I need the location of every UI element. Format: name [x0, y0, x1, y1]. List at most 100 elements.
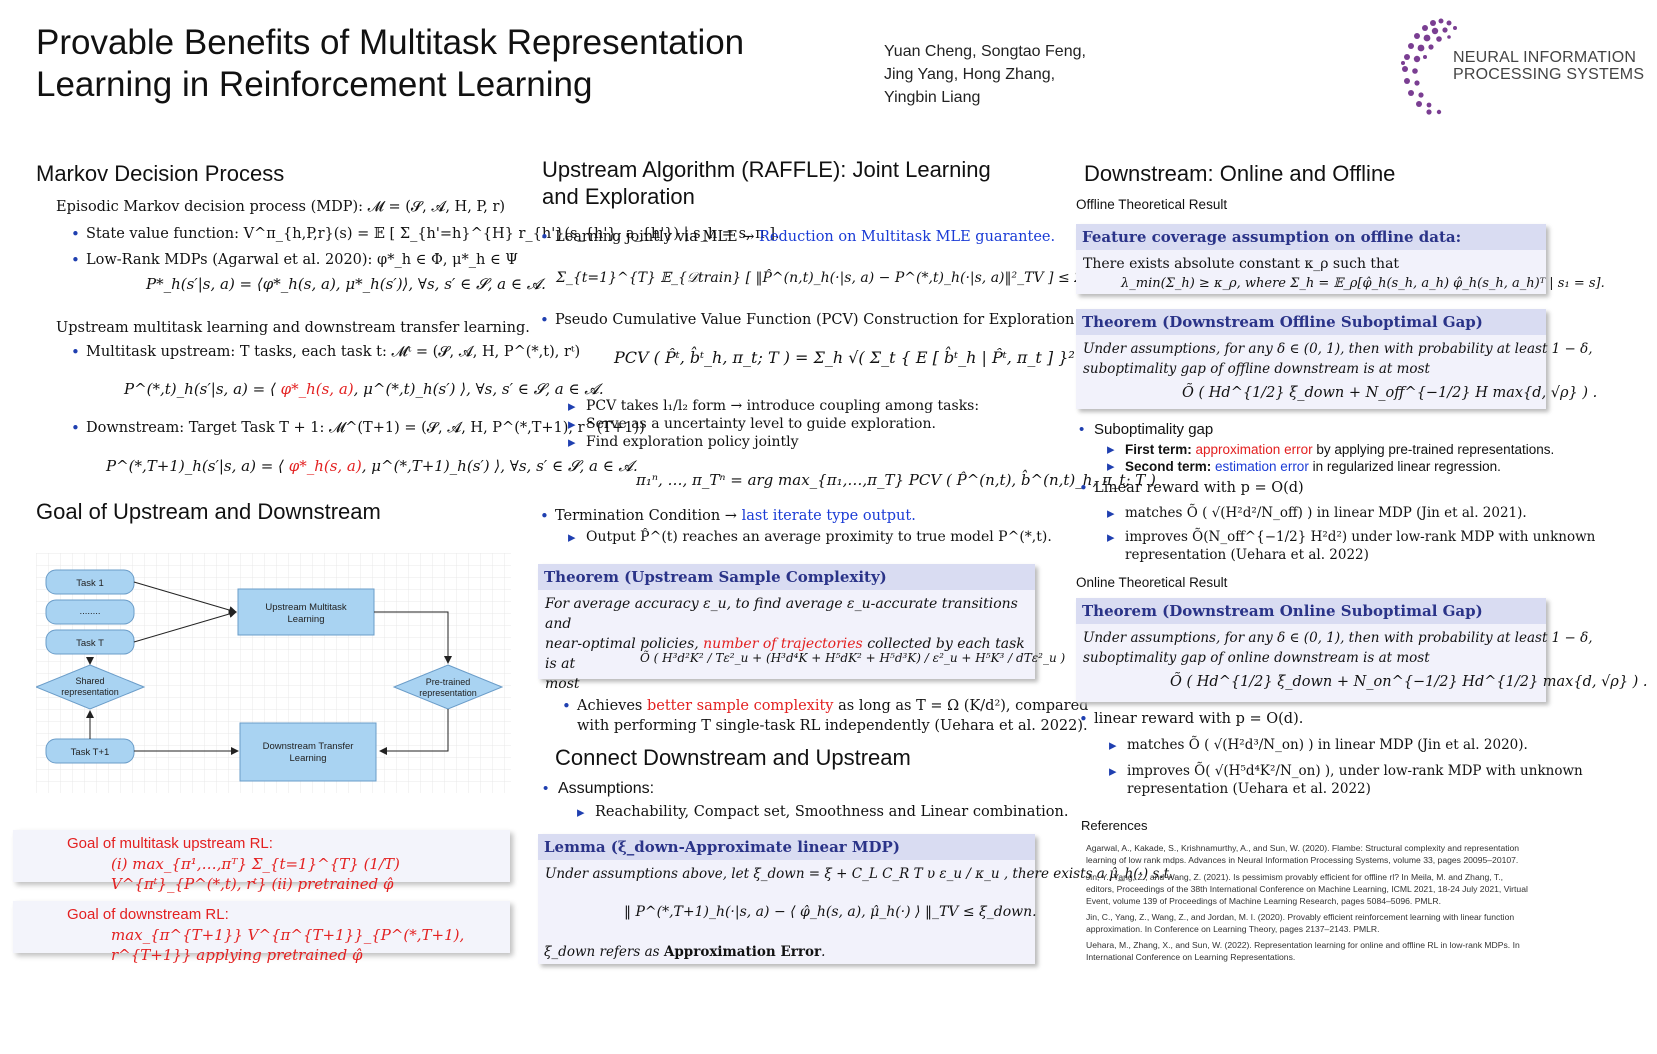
- poster-title: Provable Benefits of Multitask Represent…: [36, 22, 796, 106]
- coverage-title: Feature coverage assumption on offline d…: [1076, 224, 1546, 250]
- section-heading-goal: Goal of Upstream and Downstream: [36, 499, 381, 524]
- downstream-learning-node: Downstream Transfer Learning: [239, 722, 377, 782]
- section-heading-connect: Connect Downstream and Upstream: [555, 745, 911, 770]
- achieves-line-2: with performing T single-task RL indepen…: [577, 718, 1088, 734]
- goal-downstream-box: Goal of downstream RL: max_{π^{T+1}} V^{…: [13, 901, 510, 964]
- logo-line-1: NEURAL INFORMATION: [1453, 49, 1637, 66]
- diagram-arrows: [86, 581, 452, 755]
- authors-line-1: Yuan Cheng, Songtao Feng,: [884, 43, 1086, 60]
- better-sample-highlight: better sample complexity: [646, 698, 834, 714]
- svg-text:Pre-trained: Pre-trained: [426, 677, 471, 687]
- lemma-body: Under assumptions above, let ξ_down = ξ …: [544, 866, 1174, 960]
- logo-line-2: PROCESSING SYSTEMS: [1453, 66, 1645, 83]
- downstream-bullet: Downstream: Target Task T + 1: 𝓜^(T+1) =…: [71, 418, 645, 438]
- authors: Yuan Cheng, Songtao Feng, Jing Yang, Hon…: [884, 40, 1086, 109]
- first-term-item: First term: approximation error by apply…: [1107, 440, 1554, 460]
- neurips-logo: NEURAL INFORMATION PROCESSING SYSTEMS: [1395, 15, 1645, 120]
- online-theorem-equation: Õ ( Hd^{1/2} ξ_down + N_on^{−1/2} Hd^{1/…: [1170, 674, 1648, 690]
- argmax-equation: π₁ⁿ, …, π_Tⁿ = arg max_{π₁,…,π_T} PCV ( …: [636, 471, 1156, 489]
- pcv-sub-3: Find exploration policy jointly: [568, 432, 798, 452]
- pcv-sub-2: Serve as a uncertainty level to guide ex…: [568, 414, 936, 434]
- authors-line-2: Jing Yang, Hong Zhang,: [884, 66, 1056, 83]
- achieves-bullet: Achieves better sample complexity as lon…: [562, 696, 1088, 716]
- improves-offline-line-2: representation (Uehara et al. 2022): [1125, 547, 1369, 563]
- upstream-theorem-body: For average accuracy ε_u, to find averag…: [545, 596, 1066, 692]
- assumptions-bullet: Assumptions:: [543, 779, 654, 799]
- linear-offline-bullet: Linear reward with p = O(d): [1079, 478, 1304, 498]
- online-theorem-box: Theorem (Downstream Online Suboptimal Ga…: [1076, 598, 1648, 702]
- lemma-title: Lemma (ξ_down-Approximate linear MDP): [538, 834, 1035, 860]
- shared-representation-node: Shared representation: [36, 664, 146, 710]
- offline-theorem-box: Theorem (Downstream Offline Suboptimal G…: [1076, 309, 1598, 409]
- offline-theorem-title: Theorem (Downstream Offline Suboptimal G…: [1076, 309, 1546, 335]
- title-line-1: Provable Benefits of Multitask Represent…: [36, 23, 745, 62]
- reference-item: Jin, C., Yang, Z., Wang, Z., and Jordan,…: [1086, 912, 1515, 934]
- goal-upstream-box: Goal of multitask upstream RL: (i) max_{…: [13, 830, 510, 893]
- upstream-learning-node: Upstream Multitask Learning: [237, 588, 375, 636]
- svg-text:Task 1: Task 1: [76, 578, 103, 589]
- online-label: Online Theoretical Result: [1076, 575, 1228, 590]
- shared-feature-phi: φ*_h(s, a): [280, 380, 354, 398]
- goal-upstream-body: (i) max_{π¹,…,πᵀ} Σ_{t=1}^{T} (1/T) V^{π…: [111, 855, 400, 893]
- svg-text:Task T: Task T: [76, 638, 104, 649]
- shared-feature-phi-downstream: φ*_h(s, a): [288, 457, 362, 475]
- improves-online-item: improves Õ( √(H⁵d⁴K²/N_on) ), under low-…: [1109, 761, 1583, 781]
- trajectories-highlight: number of trajectories: [703, 636, 863, 652]
- upstream-intro-text: Upstream multitask learning and downstre…: [56, 320, 530, 336]
- mle-equation: Σ_{t=1}^{T} 𝔼_{𝒟train} [ ‖P̂^(n,t)_h(·|s…: [556, 270, 1249, 286]
- offline-theorem-body: Under assumptions, for any δ ∈ (0, 1), t…: [1083, 341, 1598, 401]
- goal-downstream-title: Goal of downstream RL:: [67, 906, 229, 923]
- neurips-logo-mark-icon: [1401, 18, 1457, 115]
- section-heading-mdp: Markov Decision Process: [36, 161, 285, 186]
- last-iterate-link: last iterate type output.: [741, 508, 916, 524]
- downstream-equation: P^(*,T+1)_h(s′|s, a) = ⟨ φ*_h(s, a), μ^(…: [106, 457, 638, 475]
- matches-offline-item: matches Õ ( √(H²d²/N_off) ) in linear MD…: [1107, 503, 1527, 523]
- lemma-box: Lemma (ξ_down-Approximate linear MDP) Un…: [538, 834, 1174, 964]
- episodic-mdp-text: Episodic Markov decision process (MDP): …: [56, 199, 506, 215]
- authors-line-3: Yingbin Liang: [884, 89, 981, 106]
- pcv-bullet: Pseudo Cumulative Value Function (PCV) C…: [540, 310, 1074, 330]
- references-heading: References: [1081, 818, 1148, 833]
- goal-upstream-title: Goal of multitask upstream RL:: [67, 835, 273, 852]
- svg-text:........: ........: [79, 606, 100, 617]
- reference-item: Uehara, M., Zhang, X., and Sun, W. (2022…: [1086, 940, 1520, 962]
- coverage-box: Feature coverage assumption on offline d…: [1076, 224, 1605, 294]
- termination-sub: Output P̂^(t) reaches an average proximi…: [568, 527, 1052, 547]
- svg-text:Upstream Multitask: Upstream Multitask: [265, 602, 347, 613]
- improves-offline-item: improves Õ(N_off^{−1/2} H²d²) under low-…: [1107, 527, 1595, 547]
- approximation-error-highlight: approximation error: [1195, 442, 1313, 457]
- linear-online-bullet: linear reward with p = O(d).: [1079, 709, 1303, 729]
- reference-item: Jin, Y., Yang, Z., and Wang, Z. (2021). …: [1086, 872, 1528, 906]
- title-line-2: Learning in Reinforcement Learning: [36, 65, 593, 104]
- subopt-bullet: Suboptimality gap: [1079, 420, 1213, 440]
- multitask-equation: P^(*,t)_h(s′|s, a) = ⟨ φ*_h(s, a), μ^(*,…: [124, 380, 604, 398]
- svg-text:Task T+1: Task T+1: [71, 747, 110, 758]
- estimation-error-highlight: estimation error: [1215, 459, 1309, 474]
- online-theorem-title: Theorem (Downstream Online Suboptimal Ga…: [1076, 598, 1546, 624]
- svg-text:Learning: Learning: [288, 614, 325, 625]
- offline-theorem-equation: Õ ( Hd^{1/2} ξ_down + N_off^{−1/2} H max…: [1182, 385, 1598, 401]
- upstream-theorem-box: Theorem (Upstream Sample Complexity) For…: [538, 564, 1065, 692]
- pretrained-representation-node: Pre-trained representation: [392, 664, 504, 710]
- task-t-plus-1-node: Task T+1: [45, 738, 135, 764]
- reference-item: Agarwal, A., Kakade, S., Krishnamurthy, …: [1086, 843, 1520, 865]
- coverage-body: There exists absolute constant κ_ρ such …: [1083, 256, 1605, 291]
- upstream-theorem-title: Theorem (Upstream Sample Complexity): [538, 564, 1035, 590]
- termination-bullet: Termination Condition → last iterate typ…: [540, 506, 916, 526]
- low-rank-equation: P*_h(s′|s, a) = ⟨φ*_h(s, a), μ*_h(s′)⟩, …: [146, 275, 546, 293]
- pipeline-diagram: Task 1 ........ Task T Shared representa…: [36, 553, 511, 793]
- svg-text:Shared: Shared: [75, 676, 104, 686]
- task-1-node: Task 1: [45, 569, 135, 595]
- second-term-item: Second term: estimation error in regular…: [1107, 457, 1501, 477]
- task-t-node: Task T: [45, 629, 135, 655]
- mle-bullet: Learning jointly via MLE → Reduction on …: [540, 227, 1056, 247]
- svg-text:representation: representation: [419, 688, 477, 698]
- goal-downstream-body: max_{π^{T+1}} V^{π^{T+1}}_{P^(*,T+1), r^…: [111, 926, 465, 964]
- mle-guarantee-link: Reduction on Multitask MLE guarantee.: [758, 229, 1056, 245]
- section-heading-raffle: Upstream Algorithm (RAFFLE): Joint Learn…: [542, 157, 991, 209]
- online-theorem-body: Under assumptions, for any δ ∈ (0, 1), t…: [1083, 630, 1648, 690]
- tasks-ellipsis-node: ........: [45, 599, 135, 625]
- svg-text:Downstream Transfer: Downstream Transfer: [263, 741, 354, 752]
- assumptions-sub: Reachability, Compact set, Smoothness an…: [577, 802, 1068, 822]
- approximation-error-bold: Approximation Error: [663, 944, 822, 960]
